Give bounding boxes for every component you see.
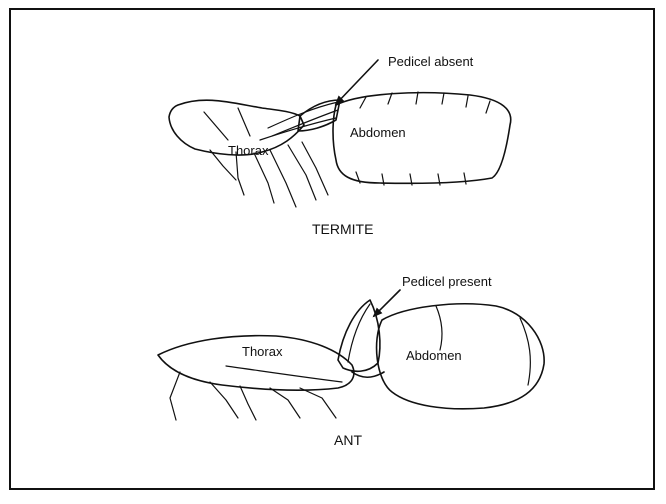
termite-abdomen-label: Abdomen	[350, 125, 406, 140]
ant-pedicel-label: Pedicel present	[402, 274, 492, 289]
termite-pedicel-label: Pedicel absent	[388, 54, 474, 69]
figure-border	[10, 9, 654, 489]
termite-caption: TERMITE	[312, 221, 373, 237]
termite-thorax-label: Thorax	[228, 143, 269, 158]
ant-caption: ANT	[334, 432, 362, 448]
ant-abdomen-label: Abdomen	[406, 348, 462, 363]
ant-thorax-label: Thorax	[242, 344, 283, 359]
